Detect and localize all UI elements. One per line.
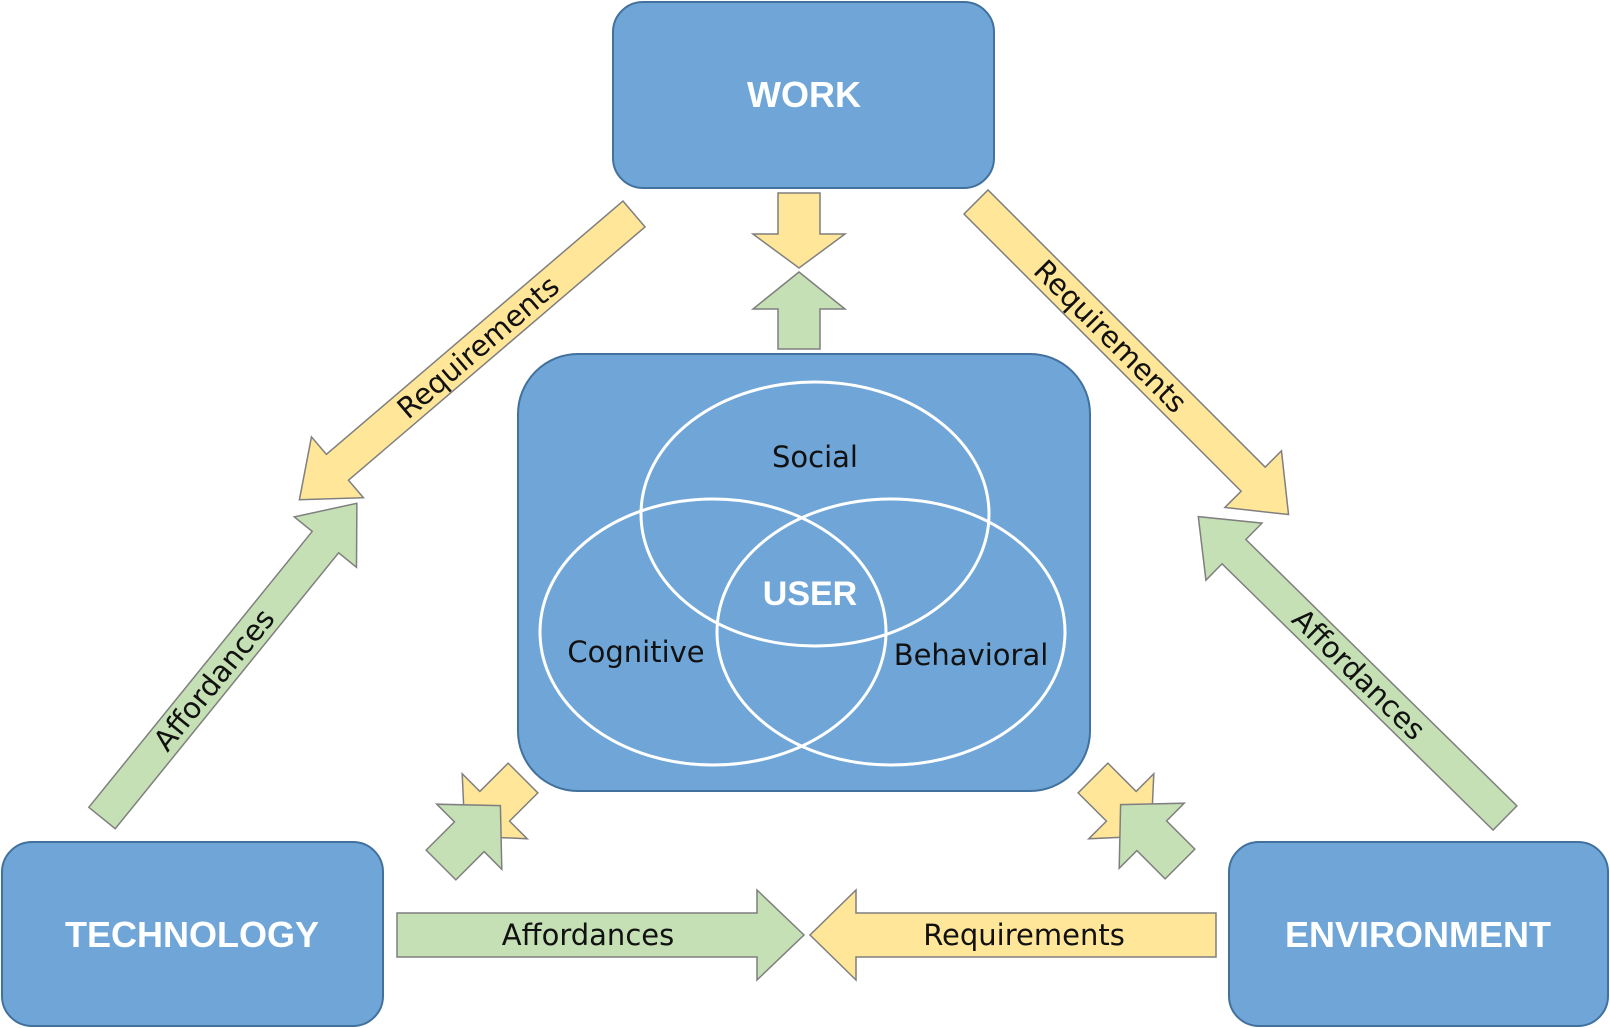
venn-social-circle — [639, 380, 991, 648]
work-node: WORK — [612, 1, 995, 189]
arrow-technology-to-work: Affordances — [87, 502, 358, 830]
arrow-label-affordances: Affordances — [1285, 602, 1432, 747]
arrow-environment-to-user — [1118, 802, 1196, 880]
arrow-work-to-user — [750, 192, 848, 269]
venn-label-cognitive: Cognitive — [567, 635, 704, 669]
arrow-technology-to-user — [425, 803, 503, 881]
environment-node: ENVIRONMENT — [1228, 841, 1609, 1027]
venn-label-user: USER — [763, 575, 857, 613]
arrow-technology-to-environment: Affordances — [396, 888, 806, 982]
venn-label-social: Social — [772, 440, 858, 474]
venn-behavioral-circle — [715, 497, 1067, 767]
user-node: Social Cognitive Behavioral USER — [517, 353, 1091, 792]
arrow-environment-to-technology: Requirements — [808, 888, 1217, 982]
technology-label: TECHNOLOGY — [65, 914, 319, 955]
venn-label-behavioral: Behavioral — [894, 638, 1049, 672]
work-label: WORK — [747, 74, 861, 115]
arrow-environment-to-work: Affordances — [1197, 515, 1518, 832]
technology-node: TECHNOLOGY — [1, 841, 384, 1027]
environment-label: ENVIRONMENT — [1285, 914, 1551, 955]
arrow-user-to-work — [750, 271, 848, 350]
venn-cognitive-circle — [538, 497, 888, 767]
arrow-label-affordances: Affordances — [147, 602, 282, 757]
arrow-label-affordances: Affordances — [502, 918, 674, 952]
arrow-label-requirements: Requirements — [923, 918, 1125, 952]
